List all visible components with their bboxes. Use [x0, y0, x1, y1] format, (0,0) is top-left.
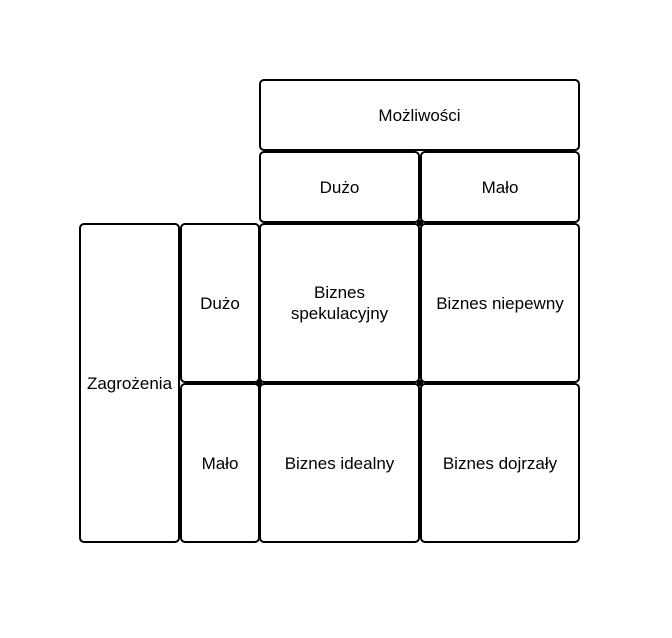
- quadrant-mature: Biznes dojrzały: [420, 383, 580, 543]
- quadrant-speculative-label: Biznes spekulacyjny: [290, 283, 389, 323]
- side-threats-few-label: Mało: [201, 453, 239, 473]
- side-threats-many-label: Dużo: [200, 293, 240, 313]
- junction-dot: [256, 380, 262, 386]
- header-opportunities-label: Możliwości: [378, 105, 461, 125]
- header-opportunities-many-label: Dużo: [319, 177, 360, 197]
- quadrant-uncertain-label: Biznes niepewny: [436, 293, 564, 313]
- quadrant-uncertain: Biznes niepewny: [420, 223, 580, 383]
- side-threats-many: Dużo: [180, 223, 260, 383]
- quadrant-mature-label: Biznes dojrzały: [442, 453, 558, 473]
- quadrant-speculative: Biznes spekulacyjny: [259, 223, 420, 383]
- header-opportunities: Możliwości: [259, 79, 580, 151]
- quadrant-ideal: Biznes idealny: [259, 383, 420, 543]
- header-opportunities-many: Dużo: [259, 151, 420, 223]
- side-threats: Zagrożenia: [79, 223, 180, 543]
- junction-dot: [417, 380, 423, 386]
- header-opportunities-few-label: Mało: [481, 177, 519, 197]
- quadrant-ideal-label: Biznes idealny: [284, 453, 395, 473]
- side-threats-label: Zagrożenia: [86, 373, 173, 393]
- side-threats-few: Mało: [180, 383, 260, 543]
- junction-dot: [417, 220, 423, 226]
- header-opportunities-few: Mało: [420, 151, 580, 223]
